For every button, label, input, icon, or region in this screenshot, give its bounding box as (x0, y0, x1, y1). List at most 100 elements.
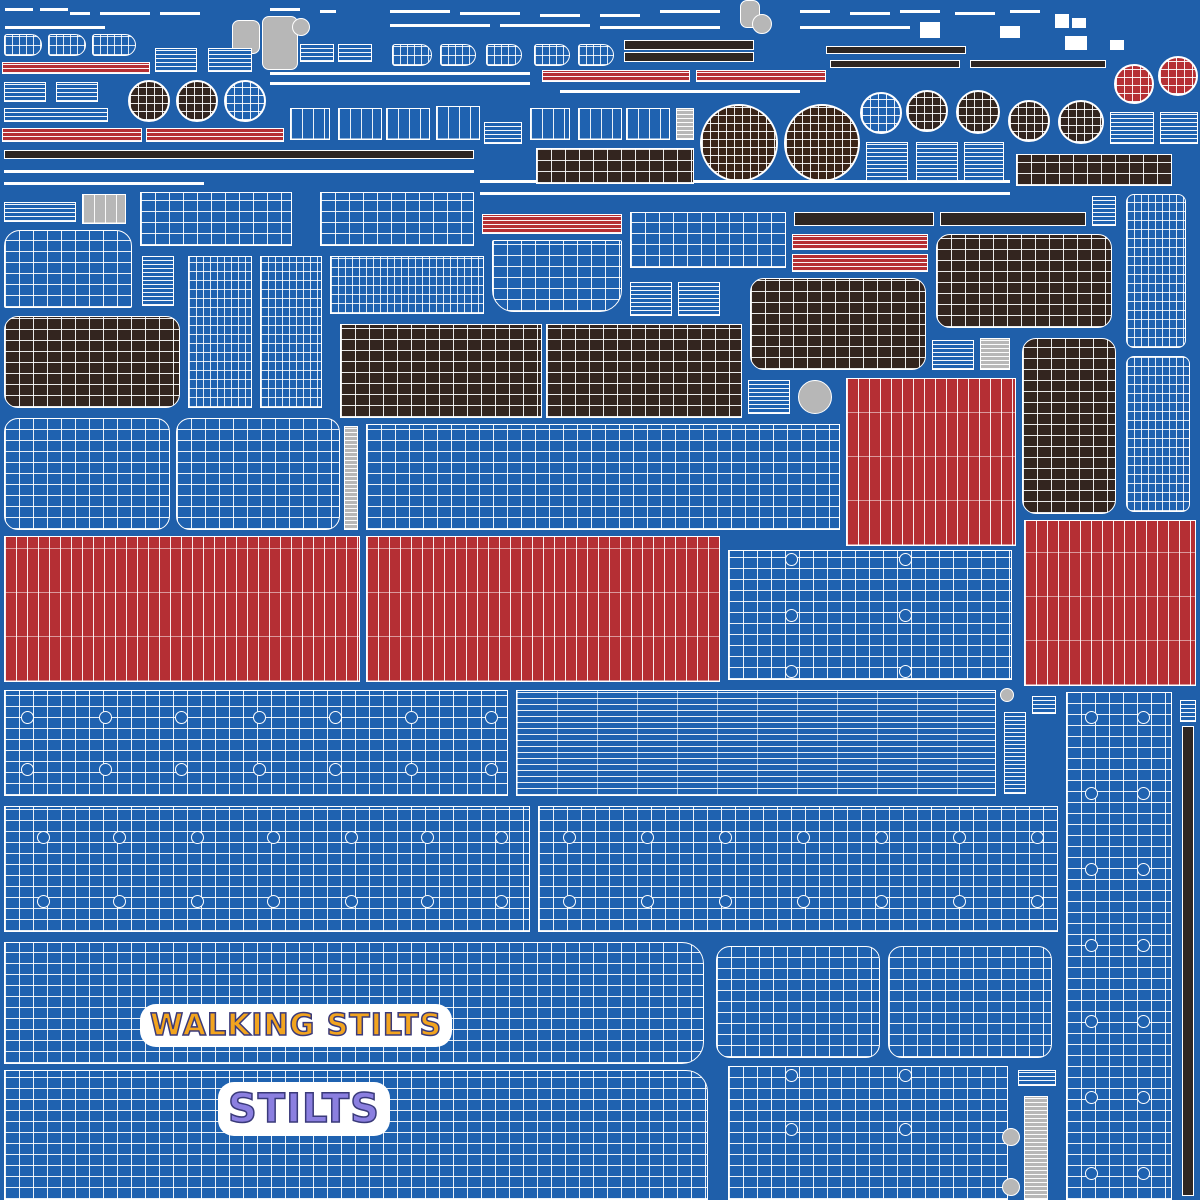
uv-island (484, 122, 522, 144)
uv-hole (641, 895, 654, 908)
uv-hole (191, 895, 204, 908)
uv-strip (40, 8, 68, 11)
uv-island (142, 256, 174, 306)
uv-hole (899, 665, 912, 678)
uv-island (536, 148, 694, 184)
uv-hole (345, 831, 358, 844)
uv-island (1016, 154, 1172, 186)
uv-island (728, 550, 1012, 680)
uv-island (4, 82, 46, 102)
uv-strip (160, 12, 200, 15)
uv-hole (719, 831, 732, 844)
uv-hole (899, 609, 912, 622)
uv-hole (899, 1069, 912, 1082)
uv-island (1022, 338, 1116, 514)
uv-red-island (4, 536, 360, 682)
uv-strip (5, 26, 105, 29)
uv-island (176, 418, 340, 530)
uv-island (4, 108, 108, 122)
uv-hole (495, 831, 508, 844)
uv-red-island (1024, 520, 1196, 686)
uv-island (630, 212, 786, 268)
uv-gray-disc (292, 18, 310, 36)
uv-hole (1031, 831, 1044, 844)
uv-hole (1085, 863, 1098, 876)
uv-hole (1137, 1015, 1150, 1028)
uv-island (208, 48, 252, 72)
uv-island (1018, 1070, 1056, 1086)
uv-island (155, 48, 197, 72)
uv-gray-decal (980, 338, 1010, 370)
uv-island (4, 316, 180, 408)
uv-island (338, 108, 382, 140)
uv-strip (320, 10, 336, 13)
uv-island (1126, 356, 1190, 512)
uv-hole (785, 1069, 798, 1082)
uv-dark-strip (1182, 726, 1194, 1196)
uv-island (366, 424, 840, 530)
uv-island (260, 256, 322, 408)
uv-strip (390, 24, 490, 27)
uv-sphere (176, 80, 218, 122)
uv-hole (1137, 863, 1150, 876)
uv-dark-strip (4, 150, 474, 159)
uv-hole (37, 831, 50, 844)
uv-island (4, 418, 170, 530)
uv-island (1004, 712, 1026, 794)
uv-island (140, 192, 292, 246)
uv-hole (21, 711, 34, 724)
uv-gray-disc (752, 14, 772, 34)
uv-strip (660, 10, 720, 13)
uv-square (1055, 14, 1069, 28)
uv-red-strip (146, 128, 284, 142)
uv-island (188, 256, 252, 408)
uv-hole (785, 609, 798, 622)
uv-hole (21, 763, 34, 776)
uv-hole (405, 763, 418, 776)
uv-dark-strip (940, 212, 1086, 226)
uv-strip (70, 12, 90, 15)
uv-red-strip (2, 62, 150, 74)
uv-strip (100, 12, 150, 15)
uv-island (4, 202, 76, 222)
uv-island (4, 806, 530, 932)
uv-island (338, 44, 372, 62)
uv-hole (1085, 711, 1098, 724)
uv-sphere (1008, 100, 1050, 142)
uv-sphere (1158, 56, 1198, 96)
uv-strip (850, 12, 890, 15)
uv-strip (460, 12, 520, 15)
uv-island (340, 324, 542, 418)
uv-hole (1085, 787, 1098, 800)
uv-sphere (1058, 100, 1104, 144)
uv-island (1032, 696, 1056, 714)
uv-strip (955, 12, 995, 15)
uv-island (964, 142, 1004, 182)
uv-island (1180, 700, 1196, 722)
uv-dark-strip (826, 46, 966, 54)
uv-gray-decal (82, 194, 126, 224)
uv-sphere (956, 90, 1000, 134)
uv-island (516, 690, 996, 796)
uv-red-strip (792, 234, 928, 250)
uv-sphere (128, 80, 170, 122)
uv-red-strip (482, 214, 622, 234)
uv-hole (641, 831, 654, 844)
uv-strip (480, 192, 1010, 195)
uv-dark-strip (624, 40, 754, 50)
uv-island (530, 108, 570, 140)
uv-hole (421, 831, 434, 844)
uv-island (678, 282, 720, 316)
stilts-sticker: STILTS (218, 1082, 390, 1136)
uv-hole (1137, 1167, 1150, 1180)
uv-hole (253, 763, 266, 776)
uv-red-strip (2, 128, 142, 142)
uv-red-island (366, 536, 720, 682)
uv-hole (175, 711, 188, 724)
uv-hole (329, 763, 342, 776)
uv-hole (421, 895, 434, 908)
uv-island (1092, 196, 1116, 226)
uv-hole (899, 553, 912, 566)
uv-square (1110, 40, 1124, 50)
uv-gray-disc (1002, 1128, 1020, 1146)
